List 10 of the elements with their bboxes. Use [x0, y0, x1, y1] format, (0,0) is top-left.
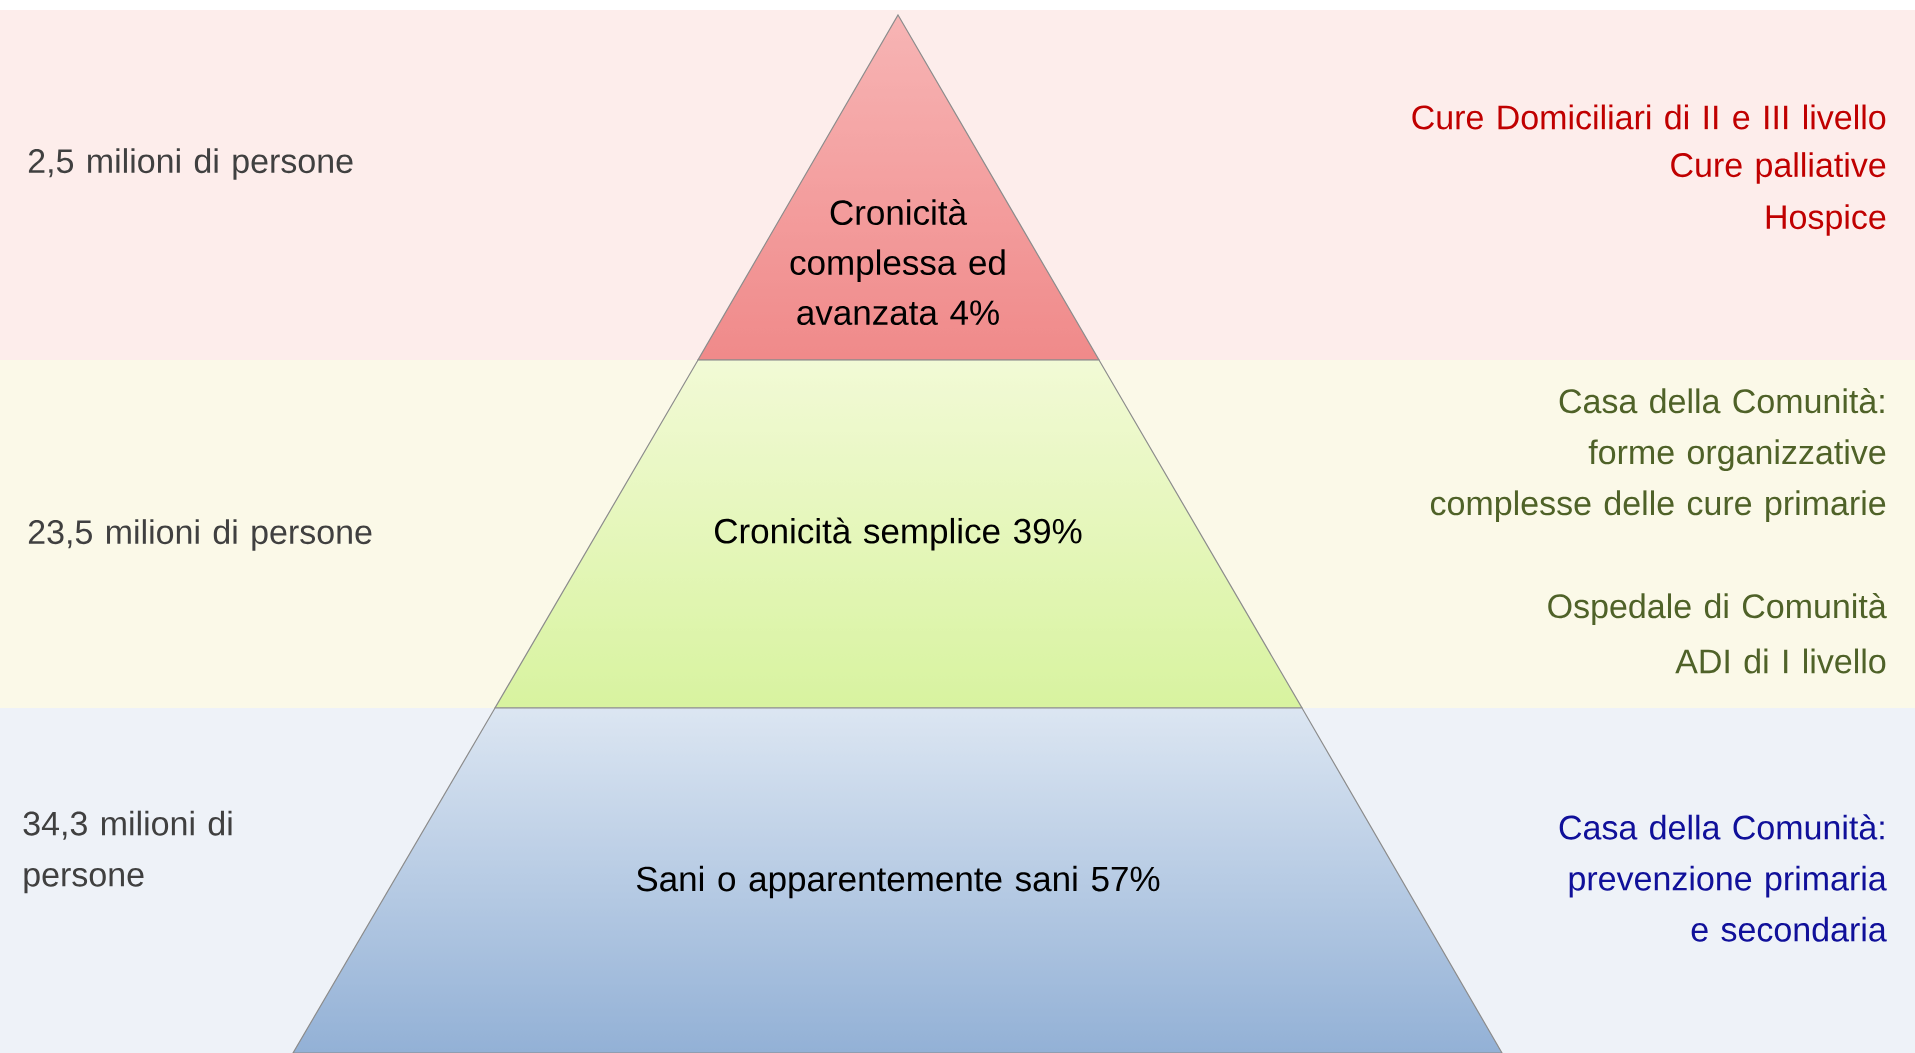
- side-text: Ospedale di Comunità: [1548, 592, 1887, 626]
- side-text: Hospice: [1766, 204, 1886, 236]
- side-text: ADI di I livello: [1675, 648, 1886, 674]
- side-text: 2,5 milioni di persone: [28, 148, 353, 180]
- side-text: Casa della Comunità: prevenzione primaria e secondaria: [1559, 814, 1887, 942]
- side-text: 23,5 milioni di persone: [28, 519, 372, 551]
- side-text: Cure palliative: [1671, 152, 1886, 184]
- side-text: Cure Domiciliari di II e III livello: [1412, 104, 1886, 130]
- side-text: Casa della Comunità: forme organizzative complesse delle cure primarie: [1430, 387, 1886, 523]
- side-text: 34,3 milioni di persone: [23, 810, 232, 894]
